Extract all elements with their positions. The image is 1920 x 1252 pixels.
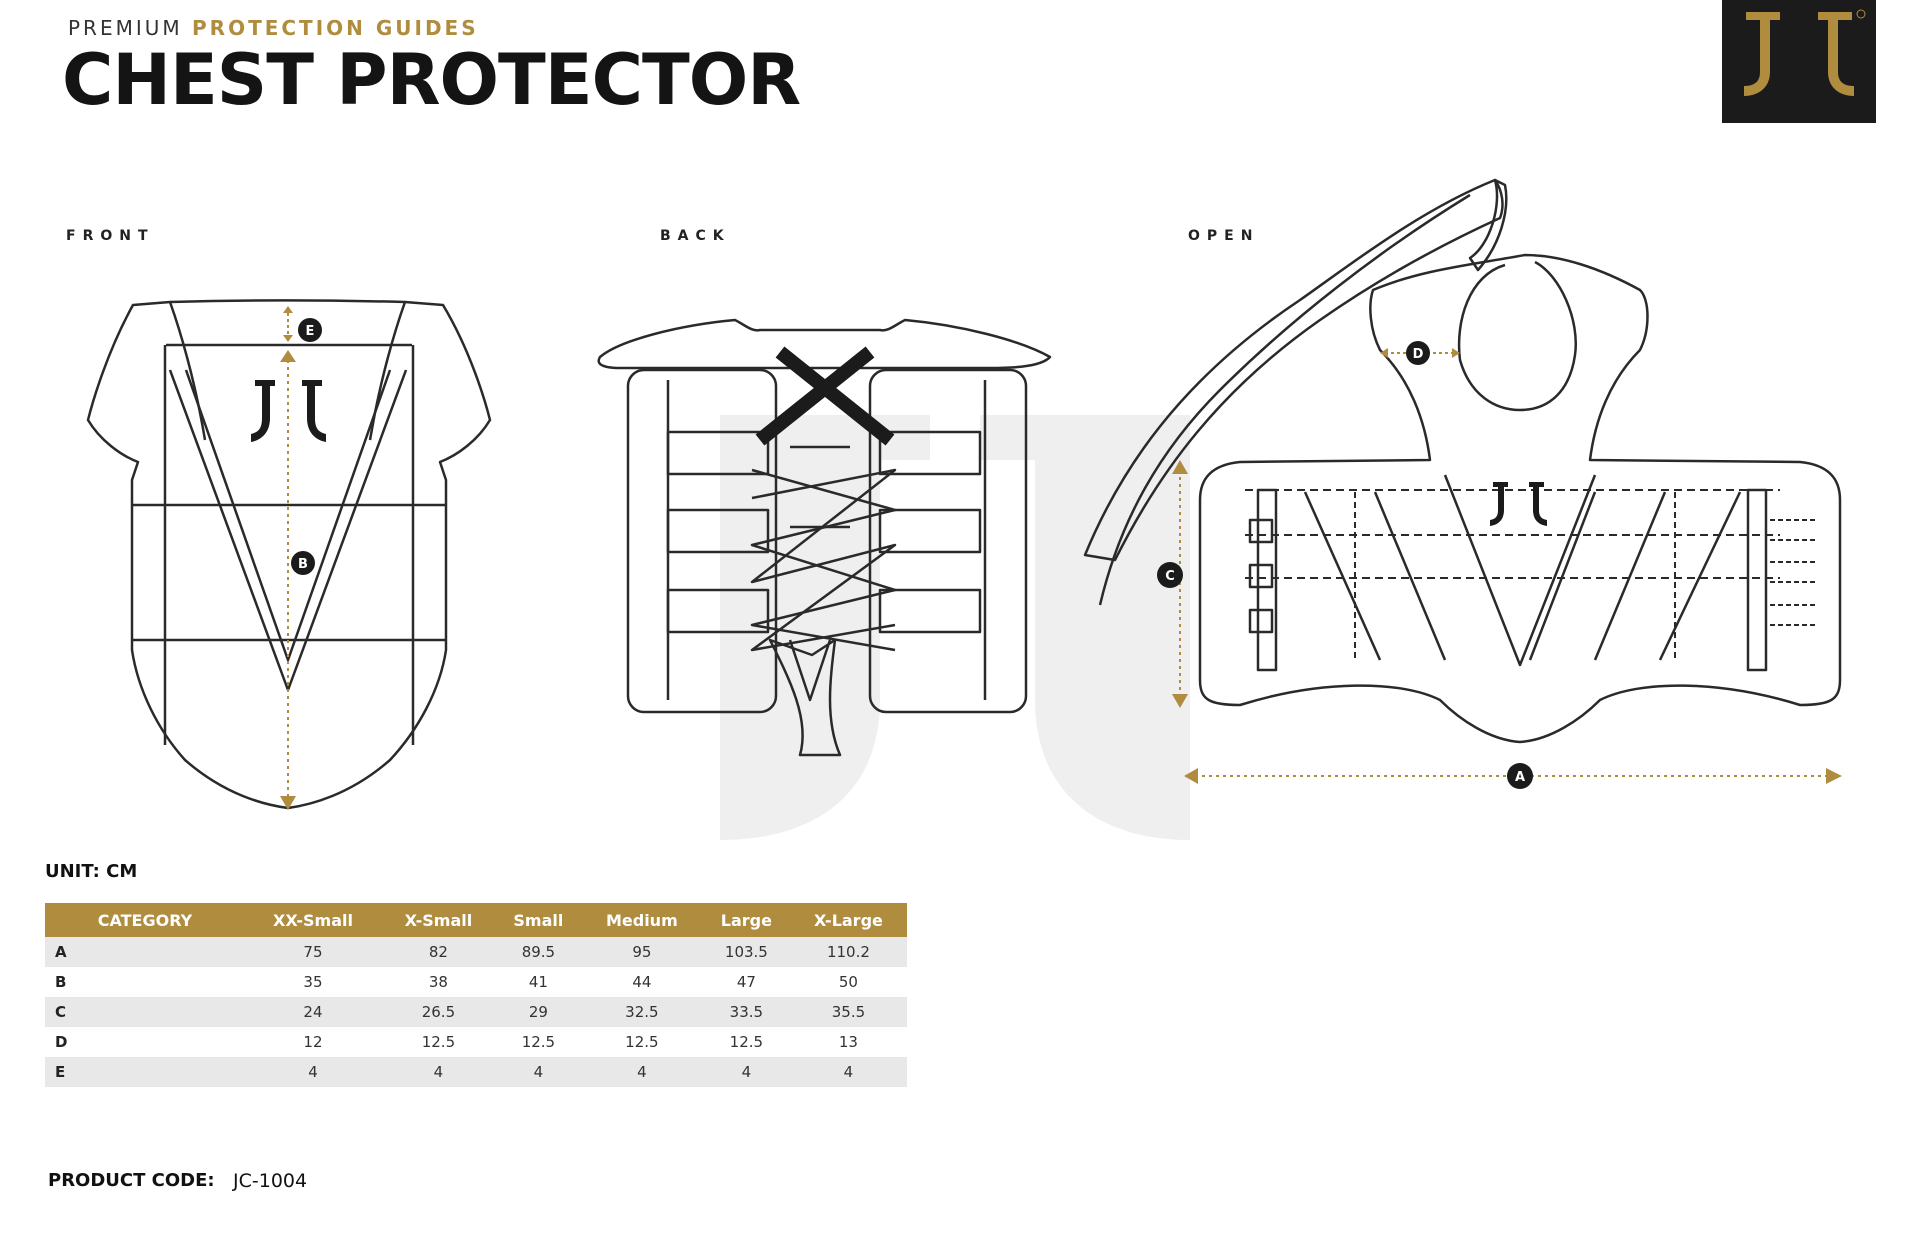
front-view-drawing: [86, 299, 492, 810]
row-label: D: [55, 1033, 68, 1051]
table-cell: 29: [495, 997, 581, 1027]
header-small: Small: [495, 903, 581, 937]
table-row: E 4 4 4 4 4 4: [45, 1057, 907, 1087]
table-row: C 24 26.5 29 32.5 33.5 35.5: [45, 997, 907, 1027]
table-cell: 44: [632, 973, 652, 991]
marker-e: E: [298, 318, 322, 342]
product-code-label: PRODUCT CODE:: [48, 1170, 215, 1191]
table-row: D 12 12.5 12.5 12.5 12.5 13: [45, 1027, 907, 1057]
marker-c-label: C: [1165, 569, 1175, 584]
table-cell: 103.5: [702, 937, 790, 967]
open-view-drawing: [1083, 178, 1842, 744]
open-jc-emblem: [1490, 482, 1547, 526]
size-table-header: CATEGORY XX-Small X-Small Small Medium L…: [45, 903, 907, 937]
table-cell: 4: [245, 1057, 381, 1087]
table-row: A 75 82 89.5 95 103.5 110.2: [45, 937, 907, 967]
table-cell: 41: [528, 973, 548, 991]
header-kicker: PREMIUM PROTECTION GUIDES: [68, 16, 479, 40]
row-label: E: [45, 1057, 245, 1087]
jc-logo-icon: [1722, 0, 1876, 123]
marker-a: A: [1507, 763, 1533, 789]
table-cell: 12: [303, 1033, 323, 1051]
marker-d: D: [1406, 341, 1430, 365]
kicker-highlight: PROTECTION GUIDES: [192, 16, 479, 40]
header-medium: Medium: [580, 903, 703, 937]
table-cell: 26.5: [380, 997, 496, 1027]
header-x-large: X-Large: [789, 903, 907, 937]
table-cell: 4: [580, 1057, 703, 1087]
table-cell: 4: [380, 1057, 496, 1087]
table-cell: 24: [245, 997, 381, 1027]
header-category: CATEGORY: [45, 903, 245, 937]
table-cell: 4: [789, 1057, 907, 1087]
row-label: B: [55, 973, 67, 991]
marker-e-label: E: [306, 324, 315, 339]
table-cell: 35: [303, 973, 323, 991]
front-measure-lines: [280, 306, 296, 810]
marker-c: C: [1157, 562, 1183, 588]
table-cell: 32.5: [580, 997, 703, 1027]
table-cell: 47: [736, 973, 756, 991]
size-table: CATEGORY XX-Small X-Small Small Medium L…: [45, 903, 907, 1087]
table-cell: 35.5: [789, 997, 907, 1027]
table-cell: 12.5: [421, 1033, 456, 1051]
view-label-front: FRONT: [66, 228, 155, 244]
table-cell: 33.5: [702, 997, 790, 1027]
header-x-small: X-Small: [380, 903, 496, 937]
marker-b: B: [291, 551, 315, 575]
table-cell: 75: [245, 937, 381, 967]
table-cell: 12.5: [625, 1033, 659, 1051]
kicker-prefix: PREMIUM: [68, 16, 183, 40]
table-cell: 50: [838, 973, 858, 991]
diagram-canvas: E B C D A: [86, 178, 1842, 840]
back-view-drawing: [597, 318, 1052, 757]
table-row: B 35 38 41 44 47 50: [45, 967, 907, 997]
marker-b-label: B: [298, 557, 308, 572]
product-code-value: JC-1004: [233, 1170, 308, 1192]
row-label: A: [45, 937, 245, 967]
view-label-back: BACK: [660, 228, 731, 244]
marker-d-label: D: [1413, 347, 1424, 362]
front-jc-emblem: [251, 380, 326, 442]
table-cell: 12.5: [729, 1033, 764, 1051]
row-label: C: [45, 997, 245, 1027]
header-xx-small: XX-Small: [245, 903, 381, 937]
table-cell: 13: [838, 1033, 858, 1051]
view-label-open: OPEN: [1188, 228, 1260, 244]
marker-a-label: A: [1515, 770, 1525, 785]
table-cell: 4: [702, 1057, 790, 1087]
table-cell: 12.5: [521, 1033, 556, 1051]
table-cell: 110.2: [789, 937, 907, 967]
table-cell: 38: [428, 973, 448, 991]
table-cell: 89.5: [495, 937, 581, 967]
page-title: CHEST PROTECTOR: [62, 39, 801, 121]
header-large: Large: [702, 903, 790, 937]
table-cell: 95: [580, 937, 703, 967]
table-cell: 82: [380, 937, 496, 967]
jc-watermark: [720, 415, 1190, 840]
back-cross-strap: [755, 346, 895, 446]
unit-label: UNIT: CM: [45, 861, 138, 882]
table-cell: 4: [495, 1057, 581, 1087]
